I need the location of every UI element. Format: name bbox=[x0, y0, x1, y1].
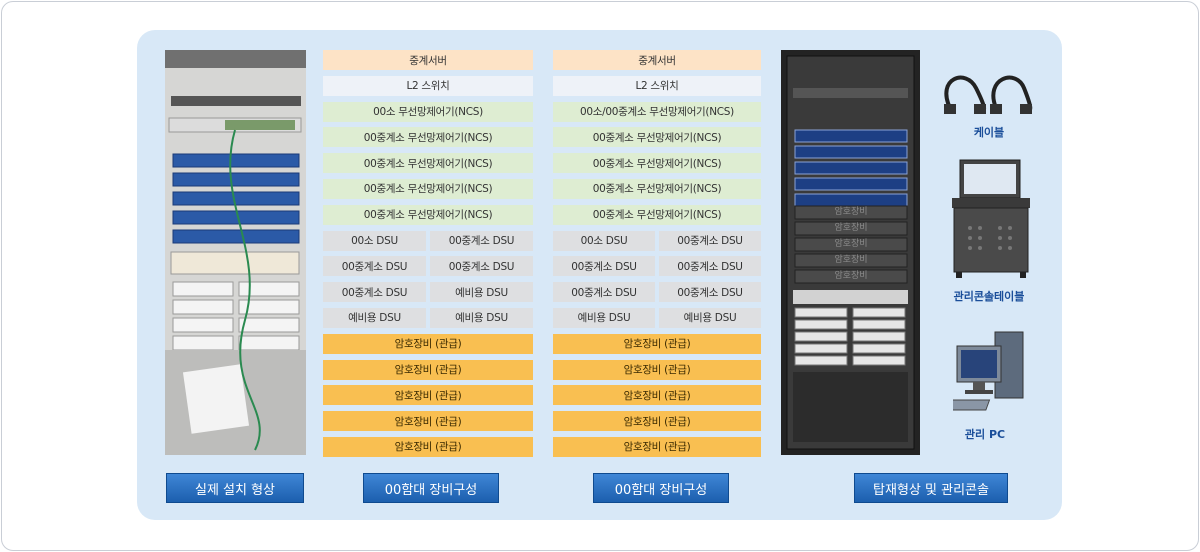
dsu-unit: 예비용 DSU bbox=[553, 307, 655, 328]
ncs-unit: 00중계소 무선망제어기(NCS) bbox=[323, 127, 533, 148]
crypto-unit: 암호장비 (관급) bbox=[323, 359, 533, 380]
dsu-unit: 예비용 DSU bbox=[430, 307, 533, 328]
ncs-unit: 00소/00중계소 무선망제어기(NCS) bbox=[553, 101, 761, 122]
dsu-unit: 예비용 DSU bbox=[659, 307, 761, 328]
rack-crypto-label: 암호장비 bbox=[834, 255, 868, 265]
installed-rack-photo bbox=[165, 50, 306, 455]
dsu-unit: 00중계소 DSU bbox=[553, 256, 655, 277]
cable-icon bbox=[944, 75, 1033, 114]
rack-crypto-label: 암호장비 bbox=[834, 207, 868, 217]
dsu-unit: 00중계소 DSU bbox=[323, 256, 426, 277]
dsu-unit: 00중계소 DSU bbox=[659, 256, 761, 277]
dsu-unit: 00중계소 DSU bbox=[430, 230, 533, 251]
caption-config-b: 00함대 장비구성 bbox=[593, 473, 729, 503]
rack-crypto-label: 암호장비 bbox=[834, 239, 868, 249]
ncs-unit: 00중계소 무선망제어기(NCS) bbox=[323, 153, 533, 174]
rack-crypto-label: 암호장비 bbox=[834, 223, 868, 233]
ncs-unit: 00중계소 무선망제어기(NCS) bbox=[553, 153, 761, 174]
dsu-unit: 예비용 DSU bbox=[430, 282, 533, 303]
dsu-unit: 00중계소 DSU bbox=[659, 282, 761, 303]
dsu-unit: 00중계소 DSU bbox=[659, 230, 761, 251]
l2-switch: L2 스위치 bbox=[323, 75, 533, 96]
ncs-unit: 00중계소 무선망제어기(NCS) bbox=[323, 204, 533, 225]
ncs-unit: 00중계소 무선망제어기(NCS) bbox=[553, 204, 761, 225]
caption-installed: 실제 설치 형상 bbox=[166, 473, 304, 503]
ncs-unit: 00중계소 무선망제어기(NCS) bbox=[553, 178, 761, 199]
crypto-unit: 암호장비 (관급) bbox=[553, 411, 761, 432]
crypto-unit: 암호장비 (관급) bbox=[553, 385, 761, 406]
dsu-unit: 예비용 DSU bbox=[323, 307, 426, 328]
dsu-unit: 00중계소 DSU bbox=[430, 256, 533, 277]
ncs-unit: 00중계소 무선망제어기(NCS) bbox=[553, 127, 761, 148]
crypto-unit: 암호장비 (관급) bbox=[323, 333, 533, 354]
ncs-unit: 00소 무선망제어기(NCS) bbox=[323, 101, 533, 122]
crypto-unit: 암호장비 (관급) bbox=[323, 436, 533, 457]
rack-rendering: 암호장비 암호장비 암호장비 암호장비 암호장비 bbox=[781, 50, 920, 455]
rack-crypto-label: 암호장비 bbox=[834, 271, 868, 281]
caption-config-a: 00함대 장비구성 bbox=[363, 473, 499, 503]
cable-label: 케이블 bbox=[973, 126, 1005, 139]
dsu-unit: 00중계소 DSU bbox=[553, 282, 655, 303]
crypto-unit: 암호장비 (관급) bbox=[553, 333, 761, 354]
pc-label: 관리 PC bbox=[964, 428, 1006, 441]
equipment-config-b: 중계서버 L2 스위치 00소/00중계소 무선망제어기(NCS) 00중계소 … bbox=[553, 50, 761, 463]
crypto-unit: 암호장비 (관급) bbox=[323, 385, 533, 406]
ncs-unit: 00중계소 무선망제어기(NCS) bbox=[323, 178, 533, 199]
relay-server: 중계서버 bbox=[553, 50, 761, 70]
caption-rack-console: 탑재형상 및 관리콘솔 bbox=[854, 473, 1008, 503]
crypto-unit: 암호장비 (관급) bbox=[323, 411, 533, 432]
dsu-unit: 00소 DSU bbox=[323, 230, 426, 251]
equipment-config-a: 중계서버 L2 스위치 00소 무선망제어기(NCS) 00중계소 무선망제어기… bbox=[323, 50, 533, 463]
crypto-unit: 암호장비 (관급) bbox=[553, 436, 761, 457]
pc-icon bbox=[953, 331, 1024, 411]
dsu-unit: 00소 DSU bbox=[553, 230, 655, 251]
console-table-label: 관리콘솔테이블 bbox=[953, 290, 1025, 303]
l2-switch: L2 스위치 bbox=[553, 75, 761, 96]
console-table-icon bbox=[952, 159, 1030, 278]
relay-server: 중계서버 bbox=[323, 50, 533, 70]
dsu-unit: 00중계소 DSU bbox=[323, 282, 426, 303]
crypto-unit: 암호장비 (관급) bbox=[553, 359, 761, 380]
